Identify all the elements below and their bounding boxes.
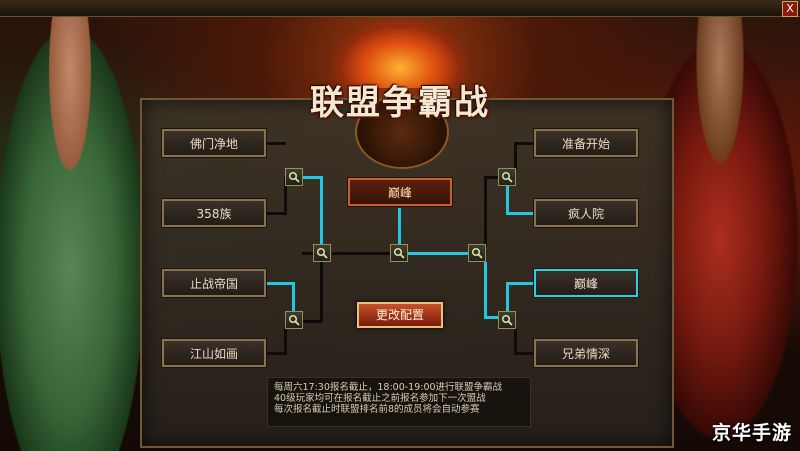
flame-decoration [330,18,470,88]
left-general-portrait [0,10,150,451]
bracket-line-active [506,212,534,215]
bracket-line [302,252,320,255]
bracket-line-active [266,282,294,285]
bracket-line [320,252,323,322]
magnifier-icon [471,247,483,259]
window-title-bar [0,0,800,17]
view-match-button-left-semi-2[interactable] [285,311,303,329]
logo-emblem [355,95,449,169]
bracket-line-active [292,282,295,312]
view-match-button-left-semi-1[interactable] [285,168,303,186]
bracket-line-active [408,252,468,255]
team-slot-right-4[interactable]: 兄弟情深 [533,338,639,368]
view-match-button-right-semi-1[interactable] [498,168,516,186]
view-match-button-right-final[interactable] [468,244,486,262]
close-button[interactable]: X [782,1,798,17]
bracket-line [266,352,286,355]
team-slot-left-3[interactable]: 止战帝国 [161,268,267,298]
view-match-button-grand-final[interactable] [390,244,408,262]
bracket-line [514,352,534,355]
bracket-line-active [484,262,487,318]
event-logo: 联盟争霸战 [305,55,495,169]
bracket-line-active [484,316,498,319]
modify-config-button[interactable]: 更改配置 [357,302,443,328]
bracket-line [266,142,286,145]
team-slot-right-1[interactable]: 准备开始 [533,128,639,158]
bracket-line-active [320,176,323,244]
champion-slot[interactable]: 巅峰 [347,177,453,207]
magnifier-icon [288,314,300,326]
bracket-line [332,252,390,255]
bracket-line [514,328,517,355]
info-line-1: 每周六17:30报名截止，18:00-19:00进行联盟争霸战 [274,382,503,393]
team-slot-right-3[interactable]: 巅峰 [533,268,639,298]
magnifier-icon [393,247,405,259]
bracket-line [484,176,487,246]
view-match-button-left-final[interactable] [313,244,331,262]
info-line-2: 40级玩家均可在报名截止之前报名参加下一次盟战 [274,393,486,404]
bracket-line-active [398,208,401,244]
bracket-line-active [302,176,322,179]
magnifier-icon [501,314,513,326]
bracket-line-active [506,185,509,215]
site-watermark: 京华手游 [711,422,792,444]
bracket-line-active [506,282,534,285]
bracket-line [266,212,286,215]
close-icon: X [786,2,794,15]
team-slot-left-4[interactable]: 江山如画 [161,338,267,368]
magnifier-icon [316,247,328,259]
team-slot-left-2[interactable]: 358族 [161,198,267,228]
bracket-line [284,328,287,355]
bracket-line [516,142,534,145]
rules-info-box: 每周六17:30报名截止，18:00-19:00进行联盟争霸战 40级玩家均可在… [267,377,531,427]
info-line-3: 每次报名截止时联盟排名前8的成员将会自动参赛 [274,404,480,415]
bracket-line [486,176,506,179]
team-slot-left-1[interactable]: 佛门净地 [161,128,267,158]
event-title: 联盟争霸战 [310,83,490,123]
bracket-line [284,176,287,215]
team-slot-right-2[interactable]: 疯人院 [533,198,639,228]
bracket-line-active [506,282,509,312]
magnifier-icon [288,171,300,183]
magnifier-icon [501,171,513,183]
bracket-line [302,320,322,323]
view-match-button-right-semi-2[interactable] [498,311,516,329]
bracket-line [514,142,517,170]
